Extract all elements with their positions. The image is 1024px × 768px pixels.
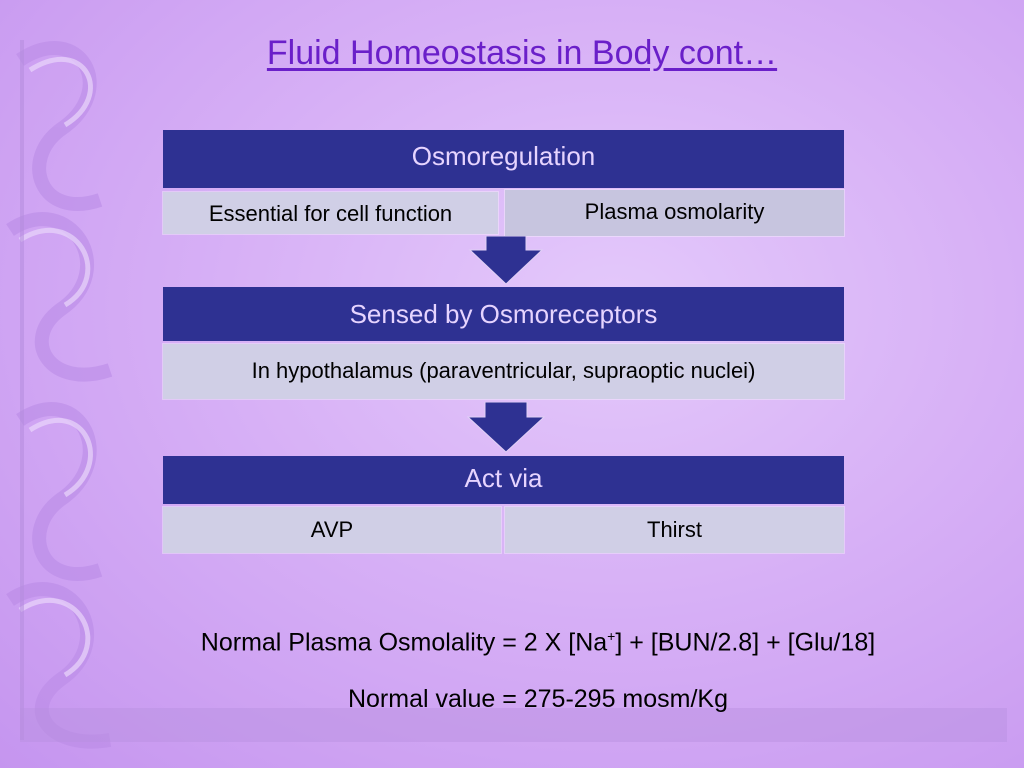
frame-left-rule (20, 40, 24, 740)
cell-plasma-osmolarity: Plasma osmolarity (505, 190, 844, 236)
sodium-charge-superscript: + (607, 628, 616, 644)
cell-essential-for-cell-function: Essential for cell function (163, 192, 498, 234)
down-arrow-2 (466, 402, 546, 453)
osmolality-formula: Normal Plasma Osmolality = 2 X [Na+] + [… (0, 628, 1024, 657)
slide-title: Fluid Homeostasis in Body cont… (266, 34, 778, 72)
header-osmoregulation: Osmoregulation (163, 130, 844, 188)
cell-in-hypothalamus: In hypothalamus (paraventricular, suprao… (163, 344, 844, 399)
formula-prefix: Normal Plasma Osmolality = 2 X [Na (200, 628, 608, 657)
normal-value-text: Normal value = 275-295 mosm/Kg (347, 685, 729, 713)
formula-suffix: ] + [BUN/2.8] + [Glu/18] (615, 628, 876, 657)
cell-thirst: Thirst (505, 507, 844, 553)
header-sensed-by-osmoreceptors: Sensed by Osmoreceptors (163, 287, 844, 341)
header-act-via: Act via (163, 456, 844, 504)
frame-bottom-band (20, 708, 1007, 742)
down-arrow-1 (468, 236, 544, 285)
cell-avp: AVP (163, 507, 501, 553)
decorative-swirl-strip (6, 41, 113, 749)
